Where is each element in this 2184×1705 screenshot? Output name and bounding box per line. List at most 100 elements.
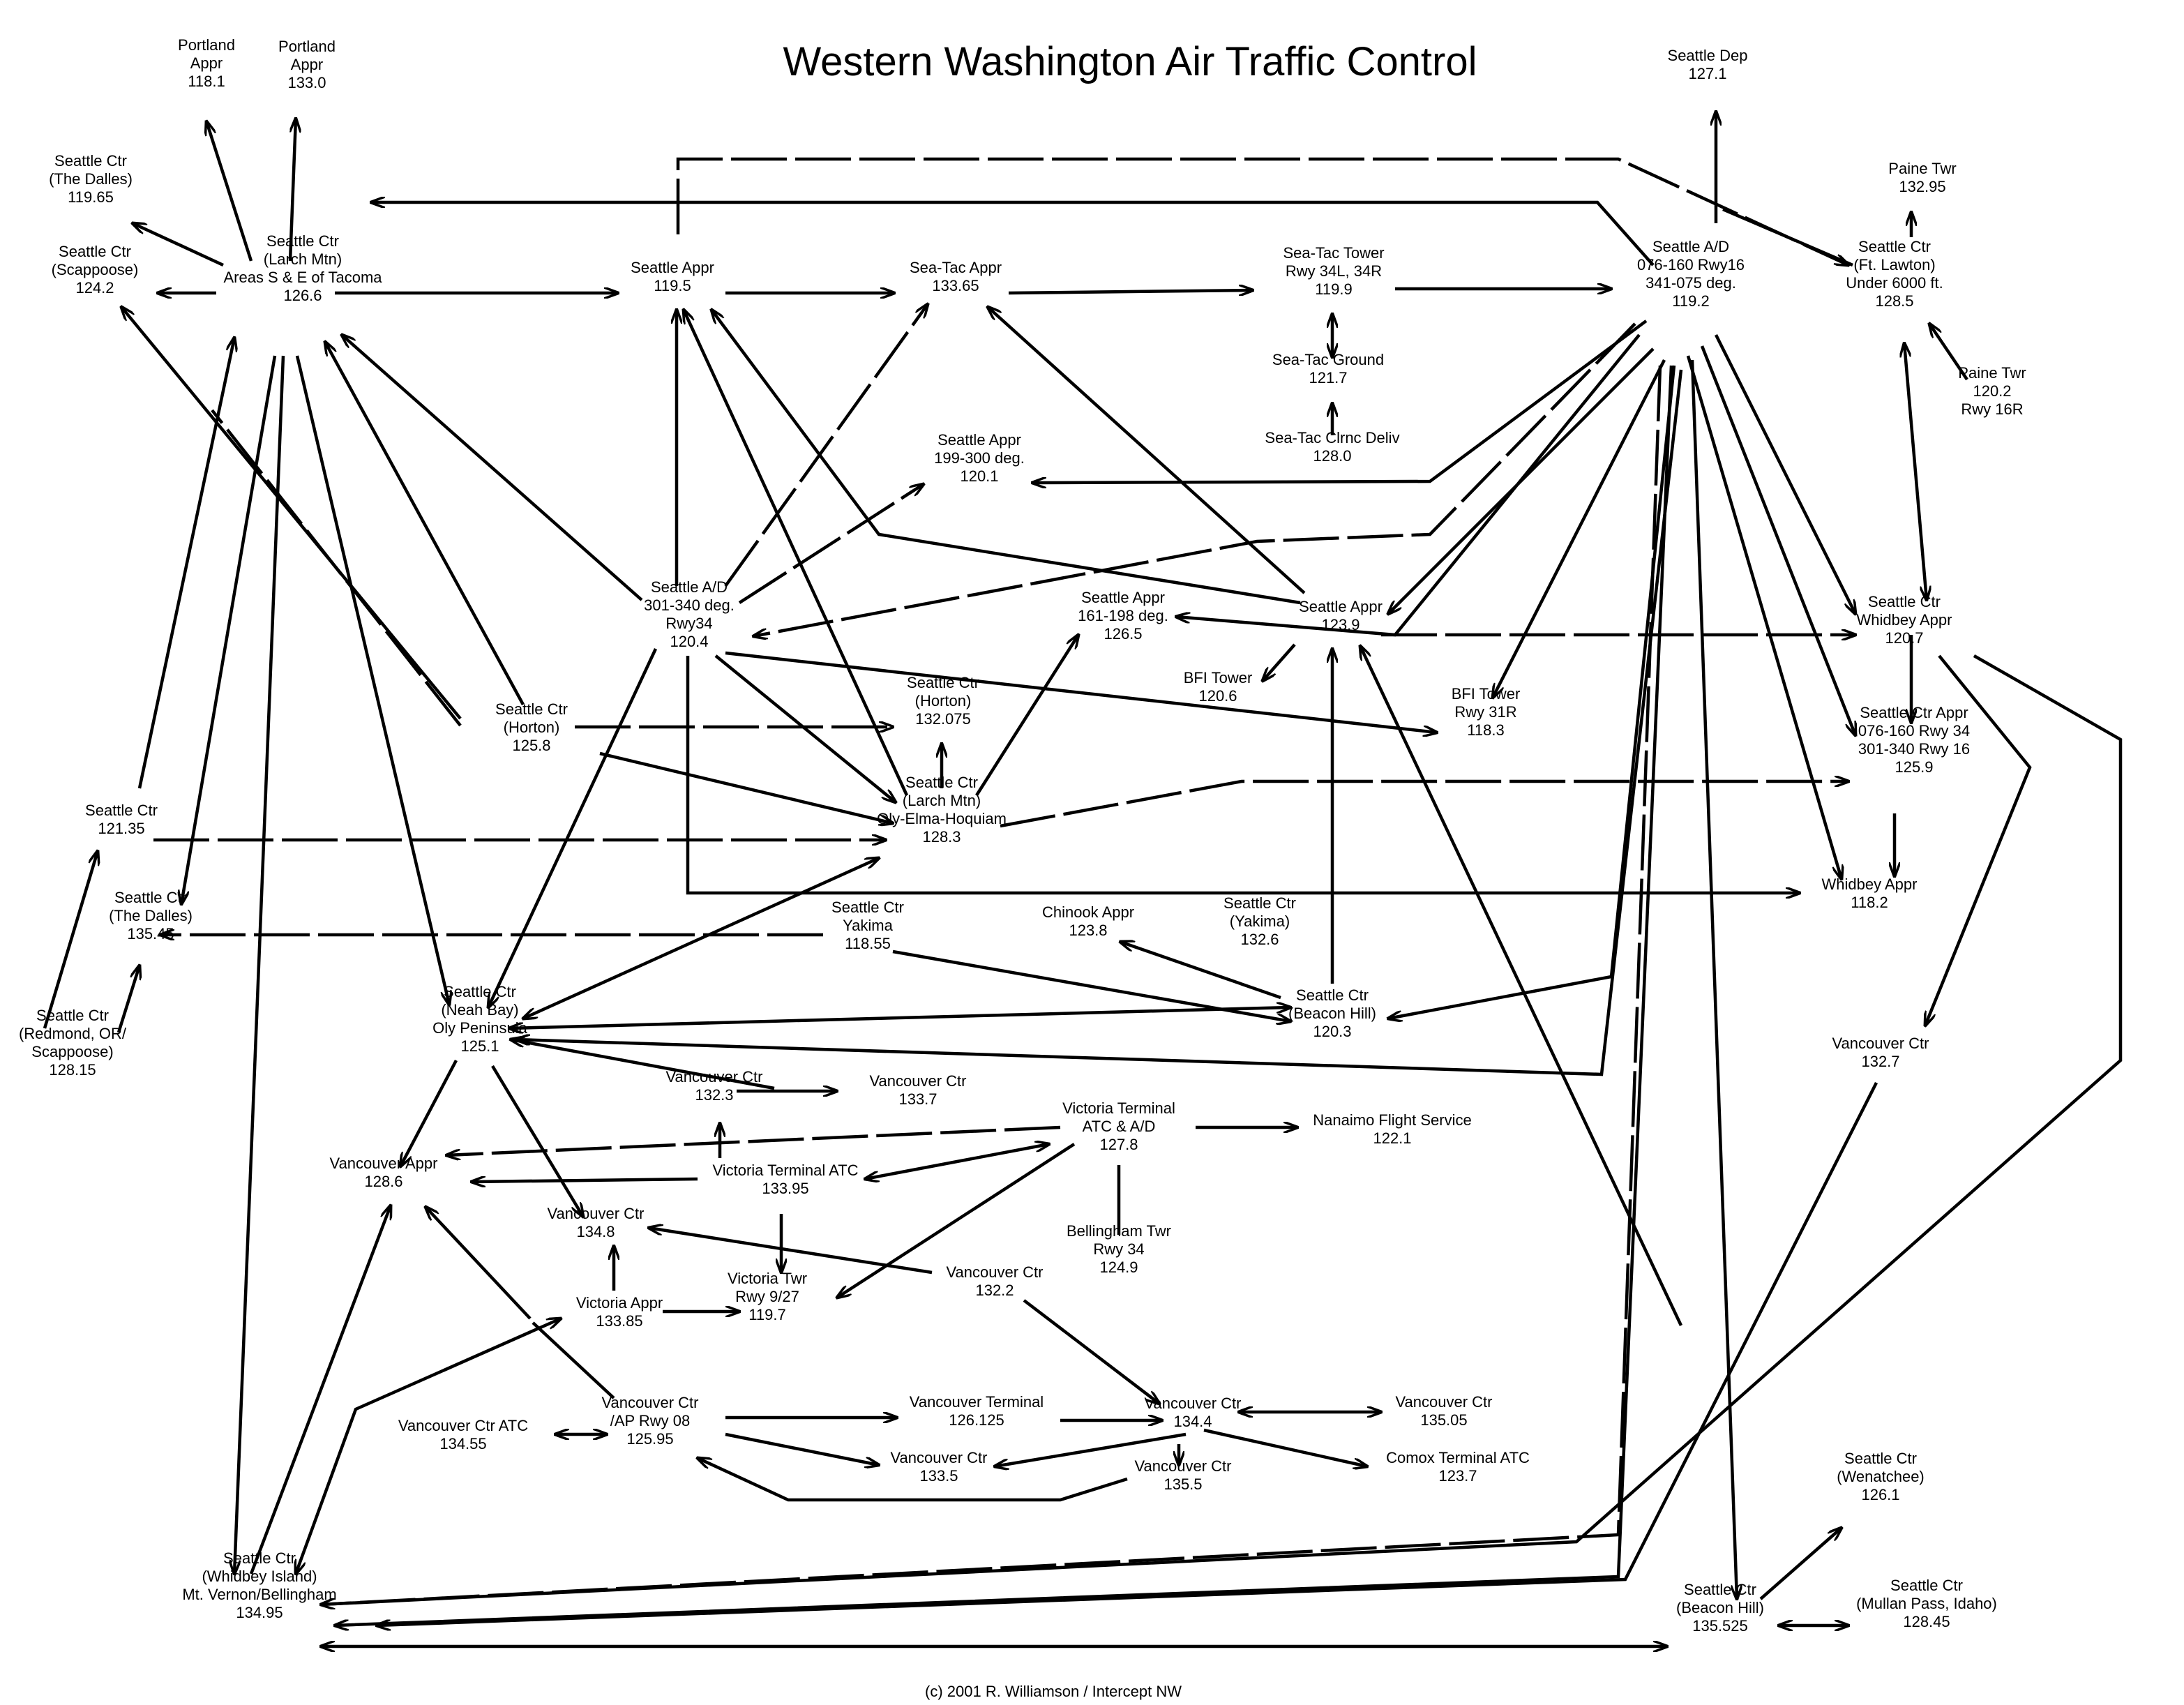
node-label-line: Victoria Terminal ATC bbox=[712, 1162, 858, 1179]
node-label-line: Scappoose) bbox=[31, 1043, 113, 1060]
node-label-line: 132.7 bbox=[1861, 1053, 1899, 1070]
node-label-line: Nanaimo Flight Service bbox=[1313, 1111, 1471, 1129]
connection-line bbox=[511, 1039, 775, 1090]
connection-line bbox=[181, 355, 277, 904]
node-label-line: Oly Peninsula bbox=[432, 1019, 528, 1037]
connection-line bbox=[1263, 643, 1296, 681]
node-label-line: 128.6 bbox=[364, 1173, 402, 1190]
node-label-line: 132.075 bbox=[915, 710, 971, 728]
node-label-line: Seattle A/D bbox=[651, 578, 728, 596]
connection-line bbox=[133, 223, 224, 267]
node-label-line: 128.15 bbox=[49, 1061, 96, 1079]
node-label-line: 132.6 bbox=[1240, 931, 1279, 948]
node-label-line: (Beacon Hill) bbox=[1288, 1005, 1376, 1022]
node-label-line: 199-300 deg. bbox=[934, 449, 1025, 467]
node-label-line: Seattle Appr bbox=[937, 431, 1021, 449]
node-sc-mullan: Seattle Ctr(Mullan Pass, Idaho)128.45 bbox=[1856, 1577, 1997, 1630]
connection-line bbox=[121, 307, 462, 720]
node-label-line: 118.55 bbox=[845, 935, 891, 952]
node-label-line: 128.0 bbox=[1313, 447, 1351, 465]
connection-line bbox=[724, 304, 928, 587]
connection-line bbox=[1686, 355, 1842, 879]
connection-line bbox=[684, 310, 909, 796]
connection-line bbox=[995, 1432, 1187, 1466]
node-label-line: Under 6000 ft. bbox=[1846, 274, 1943, 292]
node-label-line: Rwy 9/27 bbox=[735, 1288, 799, 1305]
connection-line bbox=[753, 322, 1636, 636]
node-label-line: 133.5 bbox=[919, 1467, 958, 1485]
node-label-line: 126.125 bbox=[949, 1411, 1004, 1429]
node-label-line: (Horton) bbox=[504, 719, 560, 736]
node-label-line: Seattle Ctr bbox=[36, 1007, 109, 1024]
node-label-line: BFI Tower bbox=[1184, 669, 1253, 686]
node-label-line: 133.95 bbox=[762, 1180, 808, 1197]
node-sc-scappoose: Seattle Ctr(Scappoose)124.2 bbox=[52, 243, 139, 296]
node-label-line: (Whidbey Island) bbox=[202, 1568, 317, 1585]
node-label-line: Seattle Ctr bbox=[1868, 593, 1941, 610]
node-label-line: 120.2 bbox=[1973, 382, 2011, 400]
node-label-line: Victoria Terminal bbox=[1062, 1099, 1175, 1117]
node-label-line: 135.525 bbox=[1692, 1617, 1748, 1635]
connection-line bbox=[975, 635, 1078, 797]
node-label-line: Vancouver Ctr bbox=[870, 1072, 967, 1090]
node-label-line: (Neah Bay) bbox=[441, 1001, 518, 1019]
node-label-line: Seattle Appr bbox=[631, 259, 714, 276]
connection-line bbox=[1904, 343, 1927, 600]
node-label-line: Portland bbox=[278, 38, 336, 55]
node-label-line: Appr bbox=[190, 54, 223, 72]
connection-line bbox=[1388, 347, 1655, 614]
node-label-line: 132.95 bbox=[1899, 178, 1945, 195]
node-label-line: Seattle Ctr bbox=[54, 152, 127, 170]
connection-line bbox=[1203, 1428, 1367, 1466]
node-label-line: Vancouver Ctr bbox=[1396, 1393, 1493, 1411]
node-label-line: 125.8 bbox=[512, 737, 550, 754]
node-label-line: Sea-Tac Clrnc Deliv bbox=[1265, 429, 1399, 446]
connection-line bbox=[837, 1143, 1076, 1298]
node-label-line: 135.05 bbox=[1420, 1411, 1467, 1429]
connection-line bbox=[738, 484, 924, 604]
connection-line bbox=[43, 851, 98, 1029]
connection-line bbox=[1023, 1299, 1159, 1404]
node-label-line: (Scappoose) bbox=[52, 261, 139, 278]
node-label-line: Seattle Ctr bbox=[114, 889, 187, 906]
connection-line bbox=[325, 342, 525, 706]
node-sc-horton-1258: Seattle Ctr(Horton)125.8 bbox=[495, 700, 568, 754]
node-sc-dalles-13545: Seattle Ctr(The Dalles)135.45 bbox=[109, 889, 193, 942]
connection-line bbox=[725, 651, 1437, 733]
node-sc-whidbey-island: Seattle Ctr(Whidbey Island)Mt. Vernon/Be… bbox=[182, 1549, 336, 1621]
node-label-line: Rwy 31R bbox=[1454, 703, 1516, 721]
node-label-line: 123.9 bbox=[1321, 616, 1360, 633]
credit-line: (c) 2001 R. Williamson / Intercept NW bbox=[925, 1683, 1182, 1700]
node-label-line: Vancouver Ctr bbox=[666, 1068, 763, 1086]
node-sc-horton-132075: Seattle Ctr(Horton)132.075 bbox=[907, 674, 979, 728]
connection-line bbox=[1493, 359, 1666, 698]
node-label-line: Seattle Ctr bbox=[495, 700, 568, 718]
node-label-line: 119.9 bbox=[1315, 280, 1352, 298]
connection-line bbox=[714, 654, 896, 802]
connection-line bbox=[523, 858, 879, 1019]
node-label-line: Seattle Ctr bbox=[223, 1549, 296, 1567]
connection-line bbox=[295, 355, 449, 1005]
connection-line bbox=[296, 1319, 561, 1574]
connection-line bbox=[1360, 646, 1683, 1326]
node-label-line: /AP Rwy 08 bbox=[610, 1412, 691, 1429]
node-label-line: Seattle Ctr bbox=[1223, 894, 1296, 912]
node-label-line: 134.95 bbox=[236, 1604, 283, 1621]
node-label-line: 134.8 bbox=[576, 1223, 615, 1240]
node-label-line: 120.1 bbox=[960, 467, 998, 485]
node-label-line: 118.2 bbox=[1851, 894, 1888, 911]
node-sc-beacon-1203: Seattle Ctr(Beacon Hill)120.3 bbox=[1288, 986, 1376, 1040]
